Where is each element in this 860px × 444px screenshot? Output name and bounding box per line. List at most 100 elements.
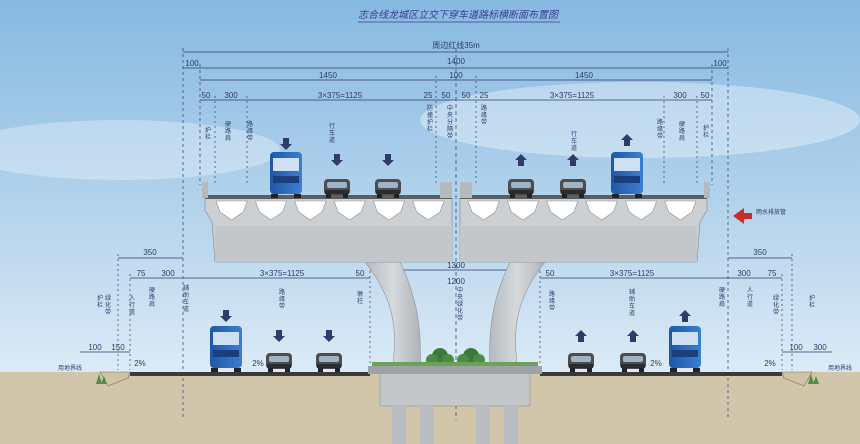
down-arrow-icon bbox=[273, 330, 285, 342]
lower-label-lower-left-f: 路缘带 bbox=[279, 288, 285, 310]
upper-label-upper-left-d: 行车道 bbox=[329, 122, 335, 144]
ground-left-label: 用地界线 bbox=[58, 364, 82, 372]
girder-cell bbox=[624, 200, 658, 221]
lower-label-lower-left-c: 人行道 bbox=[129, 295, 135, 316]
upper-label-upper-center-a: 防撞护栏 bbox=[427, 104, 433, 133]
bridge-pier bbox=[364, 261, 546, 444]
lower-label-lower-right-e: 辅助车道 bbox=[629, 288, 635, 317]
down-arrow-icon bbox=[220, 310, 232, 322]
grass-tufts bbox=[96, 374, 819, 384]
lower-label-lower-left-b: 绿化带 bbox=[105, 294, 111, 316]
slope-right-out: 2% bbox=[764, 359, 776, 368]
dim-lower-left-curb: 50 bbox=[356, 269, 365, 278]
lower-label-lower-left-e: 辅助车道 bbox=[183, 284, 189, 313]
dimension-lines bbox=[80, 48, 832, 420]
girder-cell bbox=[294, 200, 327, 221]
dim-ground-left-a: 100 bbox=[88, 343, 102, 352]
dim-lower-right-lanes: 3×375=1125 bbox=[610, 269, 655, 278]
upper-label-upper-left-a: 护栏 bbox=[205, 126, 211, 141]
girder-cell bbox=[664, 200, 697, 221]
upper-label-upper-right-d: 行车道 bbox=[571, 130, 577, 152]
slope-left-in: 2% bbox=[252, 359, 264, 368]
dim-ground-right-a: 100 bbox=[789, 343, 803, 352]
dim-lower-right-edge: 350 bbox=[753, 248, 767, 257]
dim-lower-right-curb: 50 bbox=[546, 269, 555, 278]
upper-label-upper-right-b: 硬路肩 bbox=[679, 121, 685, 142]
slope-right-in: 2% bbox=[650, 359, 662, 368]
girder-cell bbox=[412, 200, 445, 221]
girder-cell bbox=[372, 200, 406, 221]
dim-lower-right-sub: 75 bbox=[768, 269, 777, 278]
lower-roads bbox=[99, 366, 813, 387]
dim-upper-left-curb: 50 bbox=[202, 91, 211, 100]
upper-label-upper-center-b: 中央分隔带 bbox=[447, 104, 453, 140]
median-shrubs bbox=[372, 348, 538, 366]
dim-upper-left-span: 1450 bbox=[319, 71, 337, 80]
down-arrow-icon bbox=[382, 154, 394, 166]
arrow-note: 雨水排放管 bbox=[756, 208, 786, 216]
dim-left-margin: 100 bbox=[185, 59, 199, 68]
upper-label-upper-left-c: 路缘带 bbox=[247, 120, 253, 142]
up-arrow-icon bbox=[515, 154, 527, 166]
girder-cell bbox=[254, 200, 288, 221]
lower-label-lower-center-a: 墩柱 bbox=[357, 290, 363, 305]
lower-label-lower-right-a: 护栏 bbox=[809, 294, 815, 309]
dim-lower-left-sub: 75 bbox=[137, 269, 146, 278]
lower-label-lower-left-d: 硬路肩 bbox=[149, 287, 155, 308]
girder-cell bbox=[506, 200, 540, 221]
up-arrow-icon bbox=[567, 154, 579, 166]
dim-upper-center-left2: 50 bbox=[442, 91, 451, 100]
dim-upper-right-shoulder: 300 bbox=[673, 91, 687, 100]
down-arrow-icon bbox=[280, 138, 292, 150]
upper-label-upper-right-c: 路缘带 bbox=[657, 118, 663, 140]
upper-label-upper-left-b: 硬路肩 bbox=[225, 121, 231, 142]
dim-upper-center-right2: 25 bbox=[480, 91, 489, 100]
cloud bbox=[420, 82, 860, 158]
up-arrow-icon bbox=[627, 330, 639, 342]
lower-label-lower-right-c: 人行道 bbox=[747, 287, 753, 308]
girder-cell bbox=[585, 200, 618, 221]
dim-upper-left-lanes: 3×375=1125 bbox=[318, 91, 363, 100]
dim-lower-left-shoulder: 300 bbox=[161, 269, 175, 278]
upper-label-upper-center-c: 路缘带 bbox=[481, 104, 487, 126]
dim-upper-center-left: 25 bbox=[424, 91, 433, 100]
dim-center-median: 100 bbox=[449, 71, 463, 80]
down-arrow-icon bbox=[331, 154, 343, 166]
diagram-title: 志合线龙城区立交下穿车道路标横断面布置图 bbox=[358, 9, 560, 21]
down-arrow-icon bbox=[323, 330, 335, 342]
up-arrow-icon bbox=[575, 330, 587, 342]
dim-lower-center: 1200 bbox=[447, 277, 465, 286]
dim-lower-center-top: 1300 bbox=[447, 261, 465, 270]
dim-total: 周边红线35m bbox=[432, 40, 480, 50]
dim-center-span: 1400 bbox=[447, 57, 465, 66]
dim-upper-right-lanes: 3×375=1125 bbox=[550, 91, 595, 100]
girder-cell bbox=[333, 200, 366, 221]
girder-cell bbox=[546, 200, 579, 221]
up-arrow-icon bbox=[621, 134, 633, 146]
dim-right-margin: 100 bbox=[713, 59, 727, 68]
dim-lower-right-shoulder: 300 bbox=[737, 269, 751, 278]
dim-lower-left-edge: 350 bbox=[143, 248, 157, 257]
girder-cell bbox=[215, 200, 248, 221]
dim-upper-right-span: 1450 bbox=[575, 71, 593, 80]
lower-label-lower-right-d: 硬路肩 bbox=[719, 287, 725, 308]
cloud bbox=[0, 120, 280, 180]
lower-label-lower-center-b: 中央绿化带 bbox=[457, 286, 463, 322]
girder-cell bbox=[467, 200, 500, 221]
lower-label-lower-right-b: 绿化带 bbox=[773, 294, 779, 316]
dim-ground-right-b: 300 bbox=[813, 343, 827, 352]
dim-upper-left-shoulder: 300 bbox=[224, 91, 238, 100]
dim-lower-left-lanes: 3×375=1125 bbox=[260, 269, 305, 278]
dim-ground-left-b: 150 bbox=[111, 343, 125, 352]
slope-left-out: 2% bbox=[134, 359, 146, 368]
drain-arrow-icon bbox=[733, 208, 752, 224]
up-arrow-icon bbox=[679, 310, 691, 322]
dim-upper-center-right: 50 bbox=[462, 91, 471, 100]
lower-label-lower-left-a: 护栏 bbox=[97, 294, 103, 309]
dim-upper-right-curb: 50 bbox=[701, 91, 710, 100]
upper-label-upper-right-a: 护栏 bbox=[703, 124, 709, 139]
lower-label-lower-right-f: 路缘带 bbox=[549, 290, 555, 312]
ground-right-label: 用地界线 bbox=[828, 364, 852, 372]
